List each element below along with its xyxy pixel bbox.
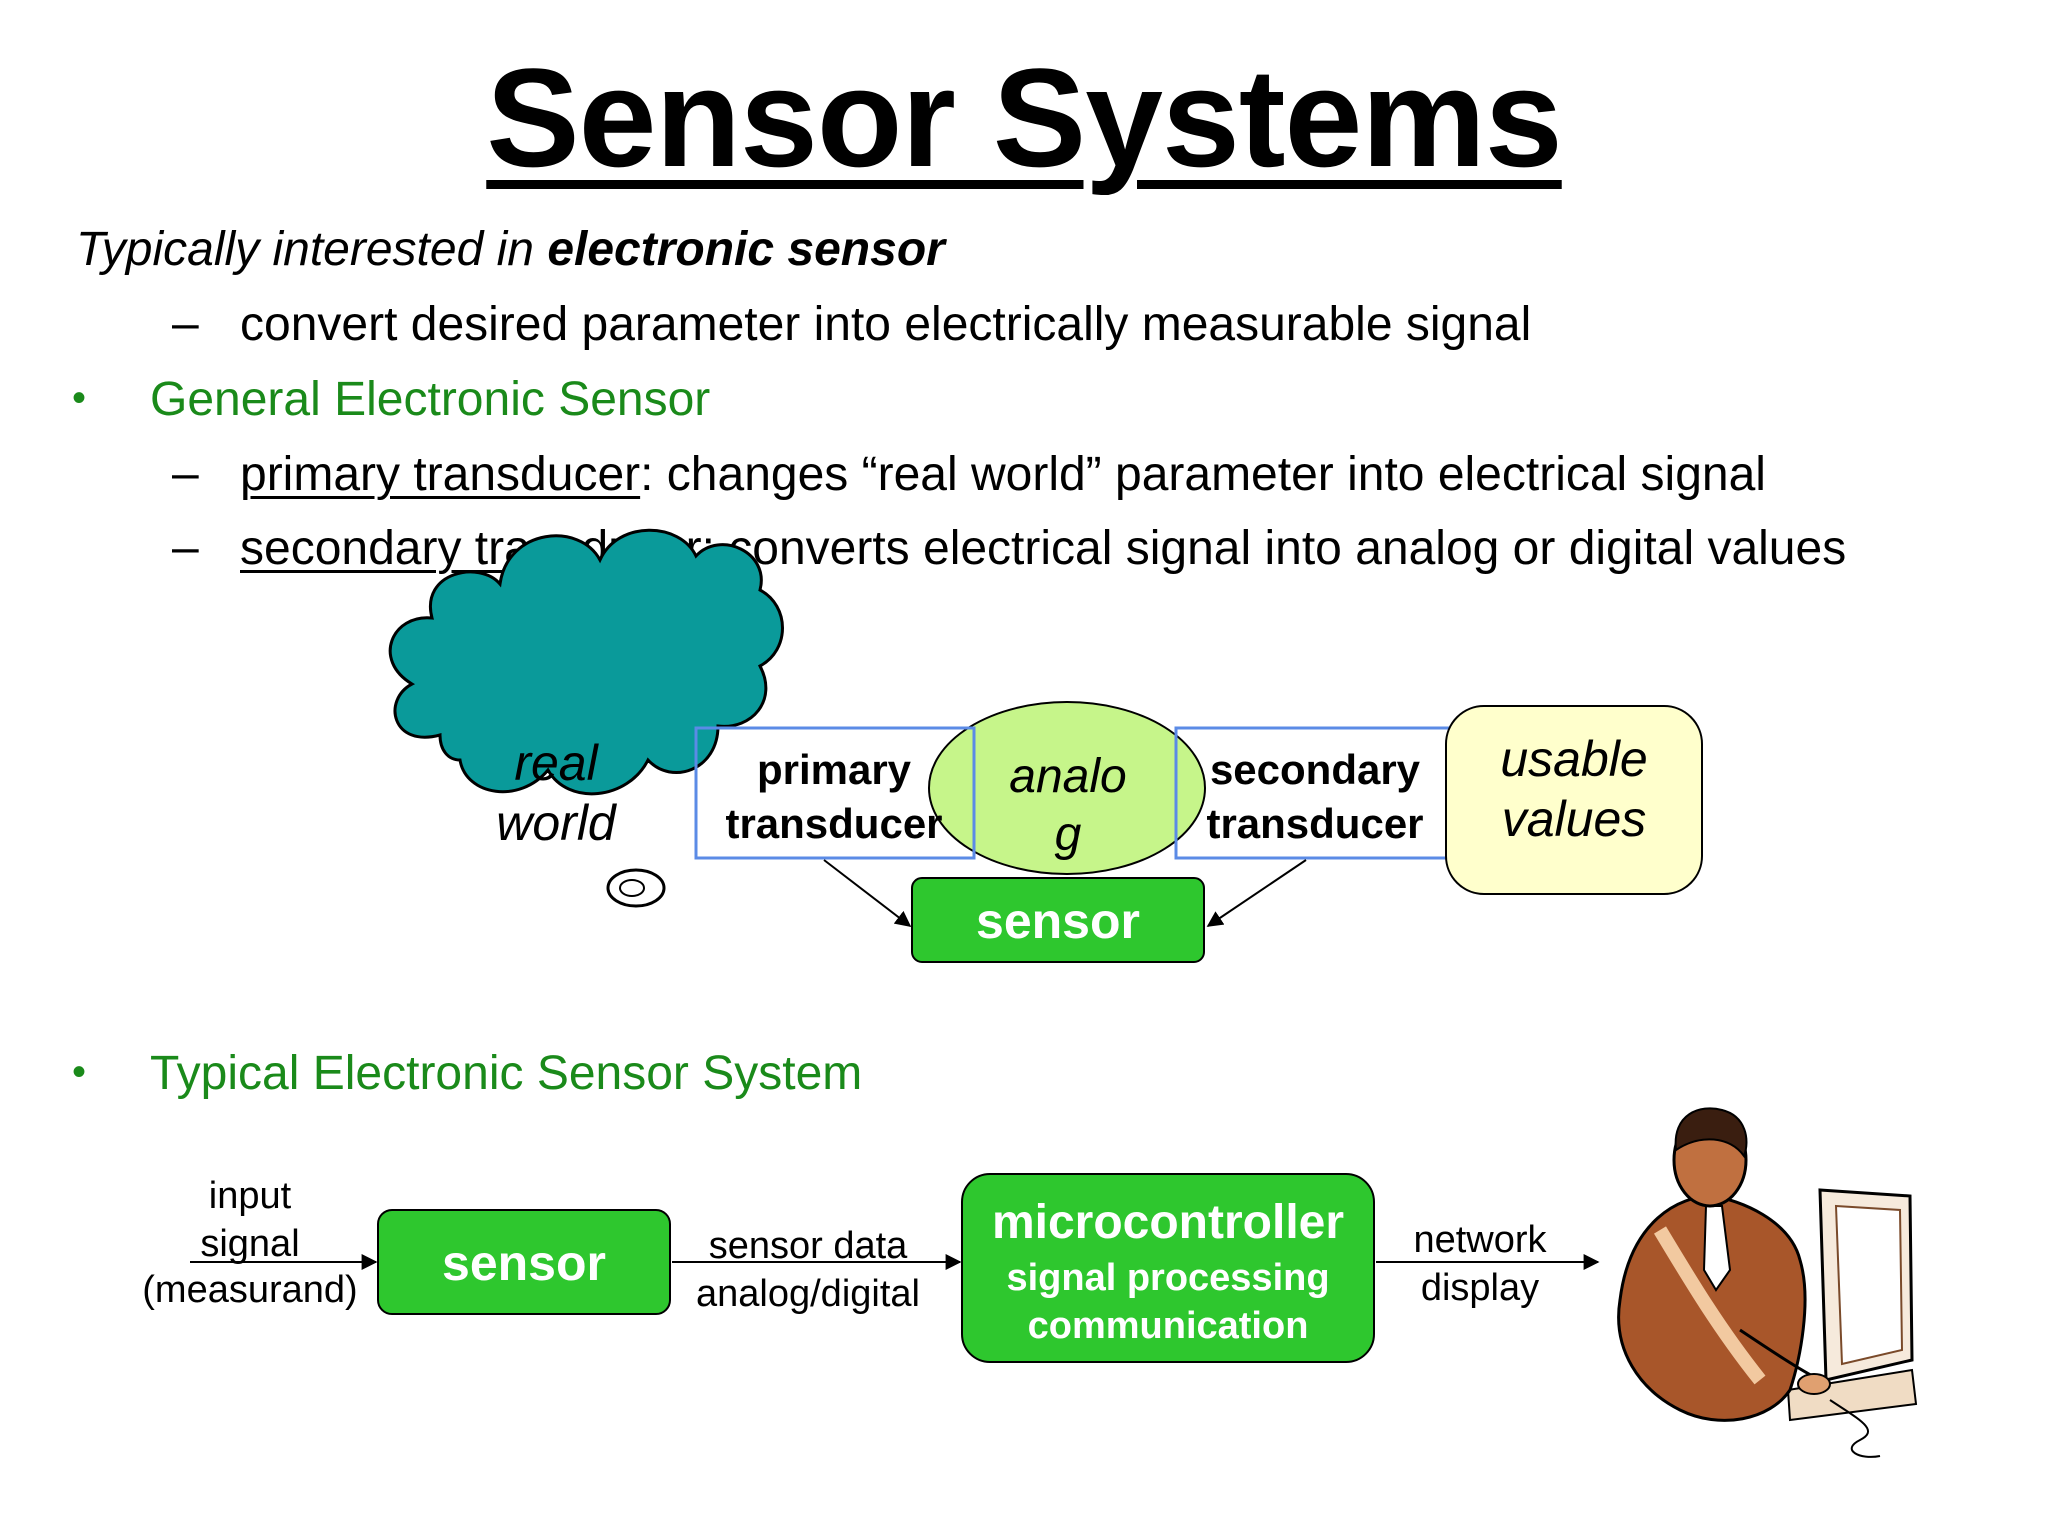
output-label-2: display — [1421, 1267, 1539, 1309]
usable-label-2: values — [1502, 791, 1647, 847]
secondary-label-1: secondary — [1210, 746, 1421, 793]
microcontroller-box — [961, 1173, 1375, 1363]
person-at-computer-icon — [1617, 1107, 1918, 1458]
mc-label-2: signal processing — [1006, 1257, 1329, 1299]
analog-label-1: analo — [1009, 750, 1126, 803]
secondary-definition: : converts electrical signal into analog… — [701, 522, 1847, 575]
cloud-label-1: real — [514, 735, 599, 791]
data-label-1: sensor data — [709, 1225, 908, 1267]
dash-marker: – — [172, 447, 199, 500]
primary-label-1: primary — [757, 746, 912, 793]
bullet-marker: • — [72, 1050, 87, 1094]
intro-text: Typically interested in — [76, 223, 548, 276]
sub-point-secondary: secondary transducer: converts electrica… — [240, 521, 1846, 576]
analog-ellipse — [928, 701, 1206, 875]
sensor-box-top — [911, 877, 1205, 963]
sensor-label-bottom: sensor — [442, 1235, 606, 1291]
primary-definition: : changes “real world” parameter into el… — [640, 448, 1766, 501]
intro-emphasis: electronic sensor — [547, 223, 945, 276]
data-label-2: analog/digital — [696, 1273, 920, 1315]
analog-label-2: g — [1055, 808, 1082, 861]
bullet-typical-system: Typical Electronic Sensor System — [150, 1047, 863, 1100]
arrow-secondary-to-sensor — [1206, 859, 1307, 927]
sensor-label-top: sensor — [976, 893, 1140, 949]
term-primary-transducer: primary transducer — [240, 448, 641, 501]
cloud-label-2: world — [496, 795, 618, 851]
intro-line: Typically interested in electronic senso… — [76, 222, 945, 277]
real-world-cloud-icon — [388, 528, 784, 908]
secondary-label-2: transducer — [1206, 800, 1423, 847]
input-label-1: input — [209, 1175, 292, 1217]
usable-values-box — [1445, 705, 1703, 895]
sensor-box-bottom — [377, 1209, 671, 1315]
dash-marker: – — [172, 521, 199, 574]
mc-label-3: communication — [1028, 1305, 1309, 1347]
input-label-2: signal — [200, 1223, 299, 1265]
slide-title: Sensor Systems — [486, 39, 1562, 196]
primary-transducer-box — [694, 726, 976, 860]
bullet-marker: • — [72, 376, 87, 420]
bullet-general-sensor: General Electronic Sensor — [150, 373, 711, 426]
mc-label-1: microcontroller — [992, 1196, 1344, 1249]
output-label-1: network — [1413, 1219, 1547, 1261]
primary-label-2: transducer — [725, 800, 942, 847]
dash-marker: – — [172, 297, 199, 350]
usable-label-1: usable — [1500, 731, 1647, 787]
input-label-3: (measurand) — [142, 1269, 357, 1311]
arrow-primary-to-sensor — [823, 859, 912, 927]
sub-point-primary: primary transducer: changes “real world”… — [240, 447, 1766, 502]
sub-point-convert: convert desired parameter into electrica… — [240, 298, 1532, 351]
